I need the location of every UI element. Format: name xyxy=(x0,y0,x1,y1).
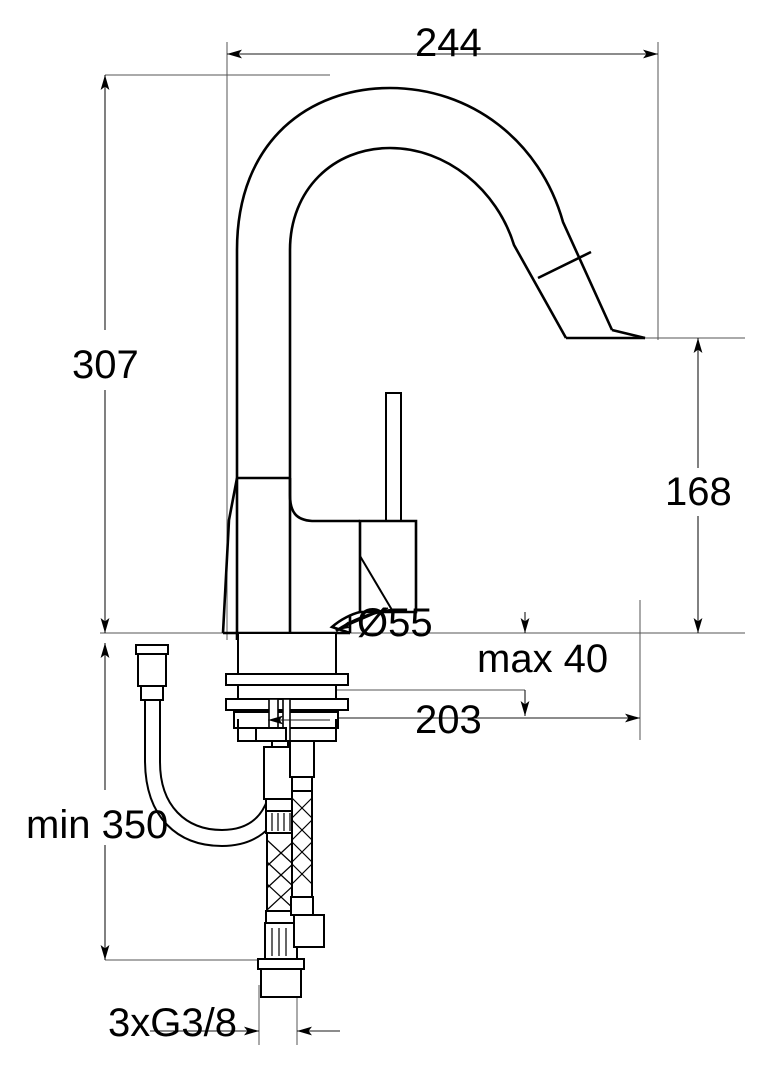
dimension-min-hose-length: min 350 xyxy=(26,643,168,960)
gooseneck-spout xyxy=(235,86,614,640)
dimension-total-height: 307 xyxy=(72,75,139,633)
supply-hose-right xyxy=(289,740,325,948)
dimension-label-d55: Ø55 xyxy=(357,601,433,645)
dimension-label-max-40: max 40 xyxy=(477,637,608,681)
dimension-spout-clearance: 168 xyxy=(665,338,732,633)
mixer-body xyxy=(221,476,360,635)
dimension-spout-offset: 203 xyxy=(300,690,640,742)
dimension-label-168: 168 xyxy=(665,470,732,514)
dimension-connection-thread: 3xG3/8 xyxy=(108,1001,340,1045)
dimension-label-3xg38: 3xG3/8 xyxy=(108,1001,237,1045)
deck-mounting-hardware xyxy=(225,632,349,742)
lever-handle xyxy=(329,392,418,635)
dimension-label-203: 203 xyxy=(415,698,482,742)
dimension-label-min-350: min 350 xyxy=(26,803,168,847)
dimension-max-deck-thickness: max 40 xyxy=(477,612,608,681)
dimension-label-307: 307 xyxy=(72,343,139,387)
diameter-leader: Ø55 xyxy=(336,601,433,645)
pull-down-nozzle xyxy=(537,250,646,340)
extension-lines xyxy=(100,42,745,1045)
dimension-spout-reach: 244 xyxy=(227,21,658,65)
dimension-label-244: 244 xyxy=(415,21,482,65)
